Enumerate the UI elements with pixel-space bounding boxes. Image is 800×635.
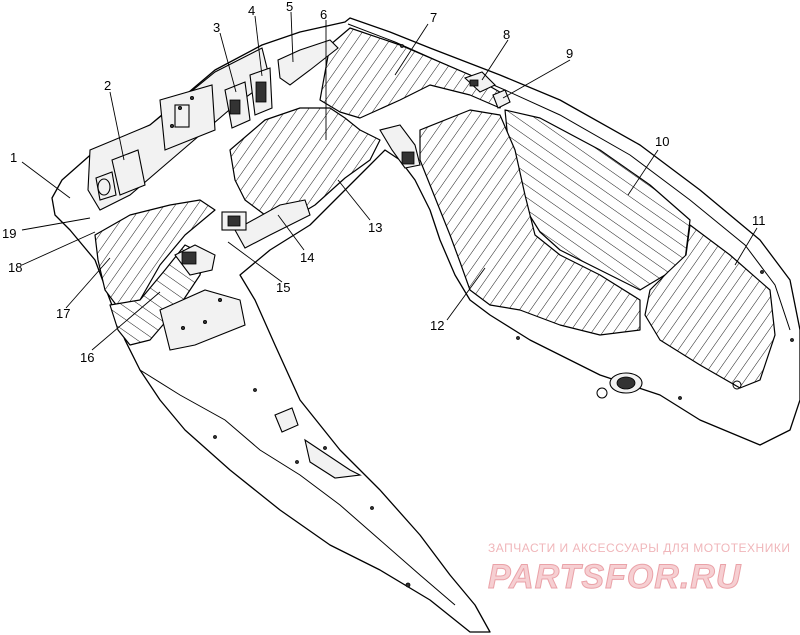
callout-16: 16 xyxy=(80,350,94,365)
callout-4: 4 xyxy=(248,3,255,18)
side-bracket xyxy=(274,407,362,479)
center-bracket-13 xyxy=(379,124,421,169)
center-floor-panel xyxy=(419,109,641,336)
callout-1: 1 xyxy=(10,150,17,165)
callout-7: 7 xyxy=(430,10,437,25)
callout-18: 18 xyxy=(8,260,22,275)
callout-15: 15 xyxy=(276,280,290,295)
right-rear-panel xyxy=(644,224,776,389)
watermark: ЗАПЧАСТИ И АКСЕССУАРЫ ДЛЯ МОТОТЕХНИКИ PA… xyxy=(488,541,790,597)
callout-9: 9 xyxy=(566,46,573,61)
callout-6: 6 xyxy=(320,7,327,22)
callout-19: 19 xyxy=(2,226,16,241)
callout-labels: 1 2 3 4 5 6 7 8 9 10 11 12 13 14 15 16 1… xyxy=(2,0,766,365)
mount-8 xyxy=(463,71,496,93)
bracket-4 xyxy=(249,67,273,116)
fasteners xyxy=(213,44,794,588)
callout-10: 10 xyxy=(655,134,669,149)
callout-11: 11 xyxy=(752,213,766,228)
callout-13: 13 xyxy=(368,220,382,235)
watermark-tagline: ЗАПЧАСТИ И АКСЕССУАРЫ ДЛЯ МОТОТЕХНИКИ xyxy=(488,541,790,555)
callout-12: 12 xyxy=(430,318,444,333)
left-lower-panel xyxy=(109,244,206,346)
callout-3: 3 xyxy=(213,20,220,35)
bracket-2 xyxy=(95,149,146,201)
bracket-3 xyxy=(224,81,251,129)
watermark-brand: PARTSFOR.RU xyxy=(488,558,742,596)
callout-2: 2 xyxy=(104,78,111,93)
rear-upper-panel xyxy=(319,27,506,119)
left-deck-panel xyxy=(94,199,216,311)
left-lower-plate xyxy=(159,289,246,351)
mount-9 xyxy=(492,89,511,109)
clip-15 xyxy=(174,244,216,276)
callout-17: 17 xyxy=(56,306,70,321)
callout-14: 14 xyxy=(300,250,314,265)
callout-8: 8 xyxy=(503,27,510,42)
callout-5: 5 xyxy=(286,0,293,14)
bracket-5 xyxy=(277,39,339,86)
rear-corner-notch xyxy=(732,380,742,390)
light-housing xyxy=(596,372,643,399)
leader-lines xyxy=(21,11,758,351)
brace-14 xyxy=(221,199,311,249)
mid-left-panel xyxy=(229,107,381,221)
